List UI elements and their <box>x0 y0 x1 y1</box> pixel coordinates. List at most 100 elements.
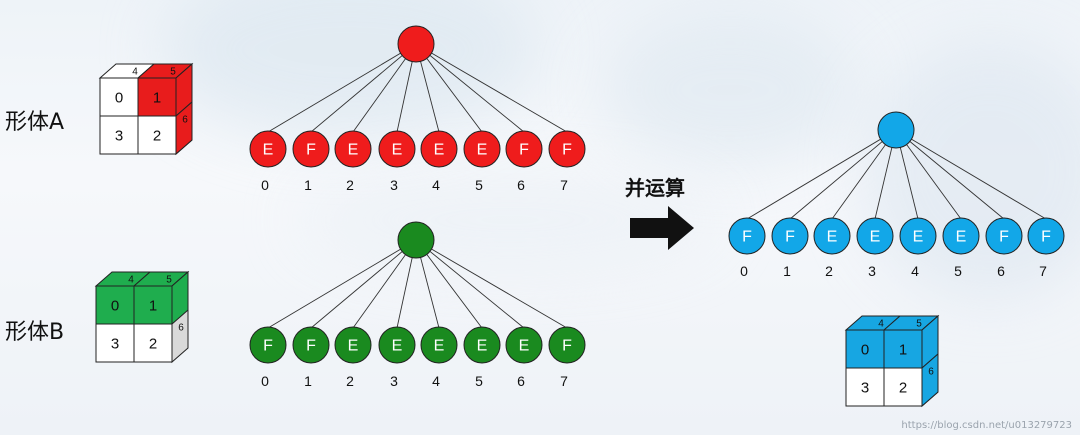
cube-side-label: 6 <box>182 115 188 126</box>
cube-front-cell <box>95 285 135 325</box>
tree-child-label: E <box>913 229 924 246</box>
tree-child-label: F <box>562 142 572 159</box>
tree-index-label: 2 <box>825 263 833 279</box>
tree-index-label: 4 <box>432 177 440 193</box>
tree-child-node <box>942 217 980 255</box>
operation-label: 并运算 <box>625 176 685 200</box>
cube-front-label: 2 <box>153 128 161 145</box>
cube-front-label: 1 <box>149 298 157 315</box>
cube-front-cell <box>99 77 139 117</box>
tree-child-label: F <box>519 142 529 159</box>
cube-side-label: 6 <box>928 367 934 378</box>
cube-front-cell <box>95 323 135 363</box>
tree-index-label: 3 <box>390 177 398 193</box>
cube-front-label: 3 <box>861 380 869 397</box>
cube-front-cell <box>883 329 923 369</box>
cube-front-cell <box>845 329 885 369</box>
tree-child-label: E <box>348 142 359 159</box>
tree-index-label: 5 <box>475 373 483 389</box>
tree-child-node <box>292 326 330 364</box>
tree-child-node <box>249 326 287 364</box>
tree-index-label: 2 <box>346 177 354 193</box>
cube-front-label: 3 <box>115 128 123 145</box>
tree-index-label: 0 <box>261 373 269 389</box>
tree-edge <box>415 239 568 329</box>
tree-child-node <box>771 217 809 255</box>
tree-edge <box>415 43 525 133</box>
tree-root-node <box>877 111 915 149</box>
tree-child-label: E <box>392 142 403 159</box>
cube-front-label: 0 <box>115 90 123 107</box>
cube-front-label: 2 <box>149 336 157 353</box>
tree-child-node <box>548 326 586 364</box>
cube-top-label: 4 <box>128 275 134 286</box>
tree-index-label: 7 <box>1039 263 1047 279</box>
tree-index-label: 0 <box>740 263 748 279</box>
tree-child-label: E <box>956 229 967 246</box>
tree-child-label: E <box>434 142 445 159</box>
tree-child-node <box>334 326 372 364</box>
footer-watermark: https://blog.csdn.net/u013279723 <box>901 420 1072 431</box>
tree-root-node <box>397 221 435 259</box>
cube-front-label: 2 <box>899 380 907 397</box>
tree-child-label: F <box>999 229 1009 246</box>
tree-child-node <box>420 326 458 364</box>
cube-front-label: 1 <box>153 90 161 107</box>
cube-front-label: 1 <box>899 342 907 359</box>
tree-child-label: F <box>306 142 316 159</box>
cube-front-cell <box>883 367 923 407</box>
tree-child-label: E <box>827 229 838 246</box>
tree-child-node <box>463 326 501 364</box>
cube-a: 4 5 6 0 1 3 2 <box>98 62 194 156</box>
tree-child-node <box>1027 217 1065 255</box>
tree-child-label: E <box>519 338 530 355</box>
cube-front-label: 0 <box>861 342 869 359</box>
tree-child-label: F <box>1041 229 1051 246</box>
background-blob <box>860 40 1080 300</box>
cube-front-label: 0 <box>111 298 119 315</box>
tree-edge <box>895 129 1047 220</box>
tree-child-label: E <box>392 338 403 355</box>
tree-index-label: 2 <box>346 373 354 389</box>
tree-edge <box>310 239 417 329</box>
tree-child-node <box>292 130 330 168</box>
tree-child-node <box>463 130 501 168</box>
tree-edge <box>789 129 897 220</box>
tree-child-label: F <box>263 338 273 355</box>
cube-top-label: 4 <box>132 67 138 78</box>
tree-index-label: 6 <box>517 177 525 193</box>
cube-result: 4 5 6 0 1 3 2 <box>844 314 940 408</box>
tree-child-node <box>505 130 543 168</box>
cube-front-label: 3 <box>111 336 119 353</box>
cube-top-label: 5 <box>916 319 922 330</box>
tree-edge <box>415 239 525 329</box>
tree-index-label: 5 <box>954 263 962 279</box>
cube-top-label: 4 <box>878 319 884 330</box>
cube-front-cell <box>137 115 177 155</box>
cube-top-label: 5 <box>170 67 176 78</box>
tree-child-node <box>420 130 458 168</box>
tree-child-node <box>505 326 543 364</box>
tree-index-label: 3 <box>868 263 876 279</box>
tree-index-label: 6 <box>997 263 1005 279</box>
tree-edge <box>310 43 417 133</box>
shape-b-label: 形体B <box>5 320 65 345</box>
cube-side-label: 6 <box>178 323 184 334</box>
tree-index-label: 7 <box>560 373 568 389</box>
tree-child-label: F <box>785 229 795 246</box>
tree-index-label: 4 <box>432 373 440 389</box>
tree-edge <box>746 129 897 220</box>
tree-child-label: E <box>348 338 359 355</box>
tree-child-node <box>548 130 586 168</box>
tree-child-node <box>985 217 1023 255</box>
tree-child-label: E <box>477 338 488 355</box>
tree-child-label: F <box>306 338 316 355</box>
tree-root-node <box>397 25 435 63</box>
tree-child-node <box>334 130 372 168</box>
tree-child-label: E <box>870 229 881 246</box>
